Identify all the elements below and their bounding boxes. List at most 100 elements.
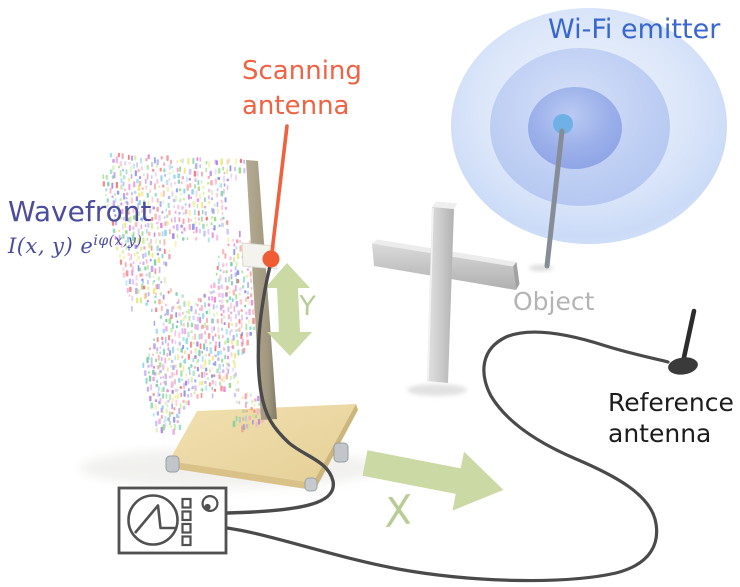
speckle-dash bbox=[192, 341, 195, 345]
speckle-dash bbox=[179, 362, 182, 368]
speckle-dash bbox=[153, 365, 155, 369]
speckle-dash bbox=[230, 269, 233, 273]
speckle-dash bbox=[154, 183, 156, 190]
speckle-dash bbox=[188, 178, 191, 181]
speckle-dash bbox=[218, 261, 220, 267]
caster-wheel-left bbox=[165, 455, 180, 473]
speckle-dash bbox=[145, 185, 148, 190]
cable-scan-to-instrument bbox=[225, 264, 335, 515]
speckle-dash bbox=[186, 347, 189, 350]
speckle-dash bbox=[162, 294, 165, 300]
speckle-dash bbox=[238, 167, 242, 174]
speckle-dash bbox=[229, 330, 231, 336]
speckle-dash bbox=[194, 309, 197, 315]
speckle-dash bbox=[196, 157, 199, 161]
speckle-dash bbox=[214, 333, 217, 337]
speckle-dash bbox=[165, 179, 169, 186]
speckle-dash bbox=[242, 424, 246, 430]
speckle-dash bbox=[162, 386, 165, 392]
speckle-dash bbox=[255, 421, 258, 427]
speckle-dash bbox=[206, 317, 208, 324]
speckle-dash bbox=[242, 409, 245, 413]
speckle-dash bbox=[168, 210, 171, 216]
speckle-dash bbox=[120, 202, 123, 206]
speckle-dash bbox=[214, 380, 217, 387]
speckle-dash bbox=[154, 300, 157, 304]
speckle-dash bbox=[226, 185, 229, 191]
speckle-dash bbox=[235, 322, 238, 328]
speckle-dash bbox=[164, 229, 167, 236]
instrument-button-4 bbox=[181, 535, 192, 547]
speckle-dash bbox=[224, 355, 227, 360]
speckle-dash bbox=[137, 289, 140, 294]
speckle-dash bbox=[141, 187, 144, 190]
speckle-dash bbox=[209, 347, 212, 354]
speckle-dash bbox=[167, 202, 170, 209]
speckle-dash bbox=[114, 219, 118, 226]
cross-vbar-top-face bbox=[432, 201, 458, 209]
speckle-dash bbox=[147, 286, 150, 291]
speckle-dash bbox=[182, 237, 185, 241]
speckle-dash bbox=[193, 231, 195, 234]
speckle-dash bbox=[170, 159, 172, 165]
speckle-dash bbox=[250, 299, 254, 306]
speckle-dash bbox=[210, 222, 213, 226]
speckle-dash bbox=[118, 253, 121, 258]
speckle-dash bbox=[122, 175, 126, 180]
speckle-dash bbox=[167, 290, 170, 294]
speckle-dash bbox=[192, 201, 196, 207]
speckle-dash bbox=[245, 311, 248, 315]
speckle-dash bbox=[138, 200, 141, 206]
speckle-dash bbox=[176, 320, 179, 323]
speckle-dash bbox=[191, 387, 193, 390]
speckle-dash bbox=[163, 261, 166, 266]
speckle-dash bbox=[204, 380, 207, 384]
speckle-dash bbox=[203, 293, 206, 298]
speckle-dash bbox=[188, 168, 192, 175]
speckle-dash bbox=[122, 216, 125, 221]
speckle-dash bbox=[145, 302, 148, 306]
speckle-dash bbox=[164, 415, 167, 422]
speckle-dash bbox=[179, 198, 182, 203]
wavefront-formula-base: I(x, y) e bbox=[8, 234, 94, 258]
speckle-dash bbox=[212, 304, 215, 310]
speckle-dash bbox=[252, 309, 255, 315]
speckle-dash bbox=[172, 372, 176, 376]
speckle-dash bbox=[194, 216, 197, 220]
speckle-dash bbox=[229, 256, 232, 261]
speckle-dash bbox=[153, 232, 156, 237]
speckle-dash bbox=[122, 233, 125, 239]
speckle-dash bbox=[252, 414, 255, 418]
speckle-dash bbox=[149, 180, 153, 186]
speckle-dash bbox=[218, 255, 220, 259]
speckle-dash bbox=[113, 192, 116, 196]
speckle-dash bbox=[178, 377, 181, 383]
speckle-dash bbox=[130, 305, 133, 312]
speckle-dash bbox=[144, 178, 147, 184]
speckle-dash bbox=[165, 208, 168, 212]
speckle-dash bbox=[250, 406, 253, 411]
speckle-dash bbox=[158, 266, 161, 274]
speckle-dash bbox=[135, 259, 138, 262]
speckle-dash bbox=[102, 181, 105, 187]
speckle-dash bbox=[144, 252, 147, 258]
speckle-dash bbox=[207, 333, 211, 339]
speckle-dash bbox=[201, 355, 204, 362]
speckle-dash bbox=[162, 199, 165, 205]
speckle-dash bbox=[168, 411, 171, 418]
speckle-dash bbox=[180, 181, 183, 185]
speckle-dash bbox=[225, 292, 228, 297]
speckle-dash bbox=[230, 173, 233, 179]
instrument-knob bbox=[201, 495, 219, 513]
speckle-dash bbox=[182, 218, 185, 225]
speckle-dash bbox=[219, 183, 223, 188]
speckle-dash bbox=[154, 193, 157, 197]
speckle-dash bbox=[186, 237, 189, 241]
speckle-dash bbox=[159, 382, 162, 386]
speckle-dash bbox=[146, 192, 149, 198]
wifi-emitter-label: Wi-Fi emitter bbox=[548, 14, 721, 45]
speckle-dash bbox=[147, 264, 149, 270]
speckle-dash bbox=[208, 353, 211, 357]
speckle-dash bbox=[134, 244, 137, 249]
speckle-dash bbox=[209, 369, 211, 373]
